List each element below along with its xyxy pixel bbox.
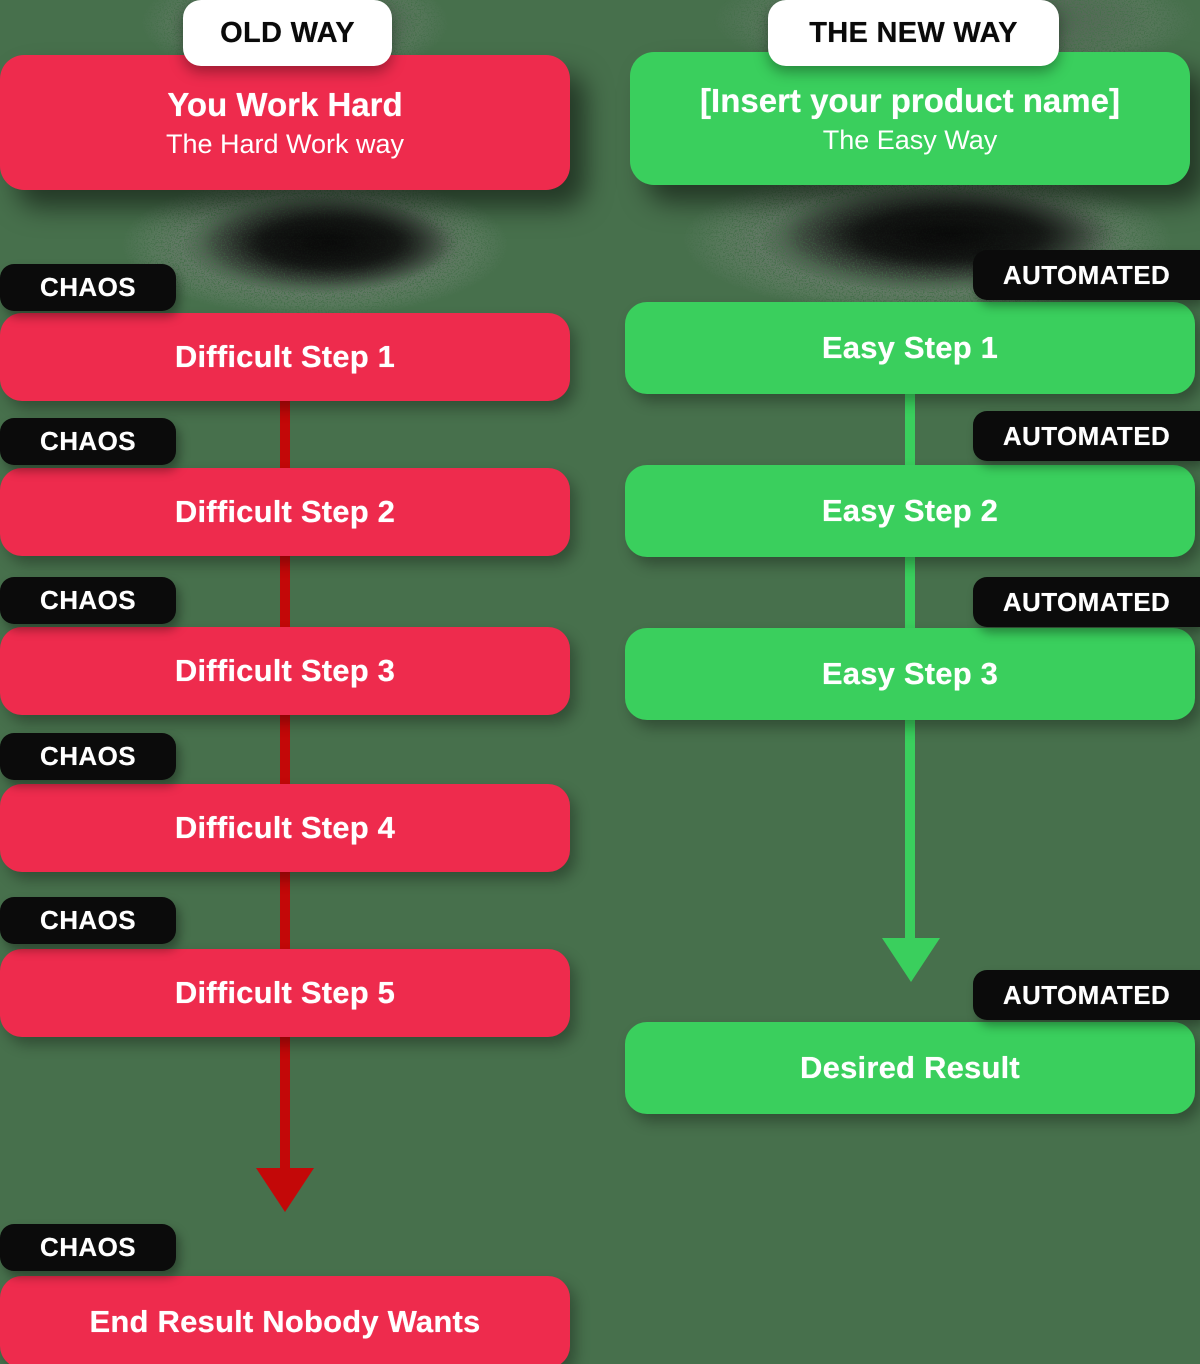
old-way-flow-line: [280, 390, 290, 1168]
chaos-tag-label: CHAOS: [40, 1232, 136, 1262]
new-way-pill: THE NEW WAY: [768, 0, 1059, 66]
new-result-label: Desired Result: [800, 1050, 1020, 1085]
new-step-label: Easy Step 2: [821, 493, 999, 528]
old-step-box: Difficult Step 3: [0, 627, 570, 715]
old-step-label: Difficult Step 1: [174, 339, 396, 374]
chaos-tag: CHAOS: [0, 577, 176, 624]
old-way-header-title: You Work Hard: [167, 86, 403, 123]
automated-tag-label: AUTOMATED: [1002, 586, 1171, 617]
new-result-box: Desired Result: [625, 1022, 1195, 1114]
old-way-pill: OLD WAY: [183, 0, 392, 66]
spray-texture: [165, 185, 495, 300]
automated-tag-label: AUTOMATED: [1002, 420, 1171, 451]
automated-tag: AUTOMATED: [973, 970, 1200, 1020]
old-step-label: Difficult Step 4: [174, 810, 396, 845]
new-step-label: Easy Step 1: [821, 330, 999, 365]
chaos-tag-label: CHAOS: [40, 905, 136, 935]
old-way-arrowhead-icon: [256, 1168, 314, 1212]
old-way-pill-label: OLD WAY: [220, 16, 355, 49]
automated-tag-label: AUTOMATED: [1002, 979, 1171, 1010]
new-step-label: Easy Step 3: [821, 656, 999, 691]
old-result-box: End Result Nobody Wants: [0, 1276, 570, 1364]
old-step-label: Difficult Step 3: [174, 653, 396, 688]
old-step-box: Difficult Step 4: [0, 784, 570, 872]
automated-tag-label: AUTOMATED: [1002, 259, 1171, 290]
old-step-box: Difficult Step 5: [0, 949, 570, 1037]
old-step-box: Difficult Step 1: [0, 313, 570, 401]
chaos-tag: CHAOS: [0, 264, 176, 311]
new-way-pill-label: THE NEW WAY: [809, 16, 1018, 49]
new-way-header-subtitle: The Easy Way: [822, 124, 998, 155]
new-step-box: Easy Step 1: [625, 302, 1195, 394]
old-step-box: Difficult Step 2: [0, 468, 570, 556]
chaos-tag-label: CHAOS: [40, 272, 136, 302]
chaos-tag: CHAOS: [0, 1224, 176, 1271]
chaos-tag-label: CHAOS: [40, 741, 136, 771]
chaos-tag: CHAOS: [0, 897, 176, 944]
chaos-tag: CHAOS: [0, 733, 176, 780]
old-result-label: End Result Nobody Wants: [89, 1304, 481, 1339]
automated-tag: AUTOMATED: [973, 411, 1200, 461]
automated-tag: AUTOMATED: [973, 250, 1200, 300]
automated-tag: AUTOMATED: [973, 577, 1200, 627]
new-way-arrowhead-icon: [882, 938, 940, 982]
new-step-box: Easy Step 2: [625, 465, 1195, 557]
old-way-header-subtitle: The Hard Work way: [165, 128, 405, 159]
chaos-tag: CHAOS: [0, 418, 176, 465]
new-way-header-box: [Insert your product name] The Easy Way: [630, 52, 1190, 185]
old-way-header-box: You Work Hard The Hard Work way: [0, 55, 570, 190]
old-step-label: Difficult Step 2: [174, 494, 396, 529]
old-step-label: Difficult Step 5: [174, 975, 396, 1010]
new-way-header-title: [Insert your product name]: [700, 82, 1120, 119]
new-step-box: Easy Step 3: [625, 628, 1195, 720]
chaos-tag-label: CHAOS: [40, 426, 136, 456]
chaos-tag-label: CHAOS: [40, 585, 136, 615]
